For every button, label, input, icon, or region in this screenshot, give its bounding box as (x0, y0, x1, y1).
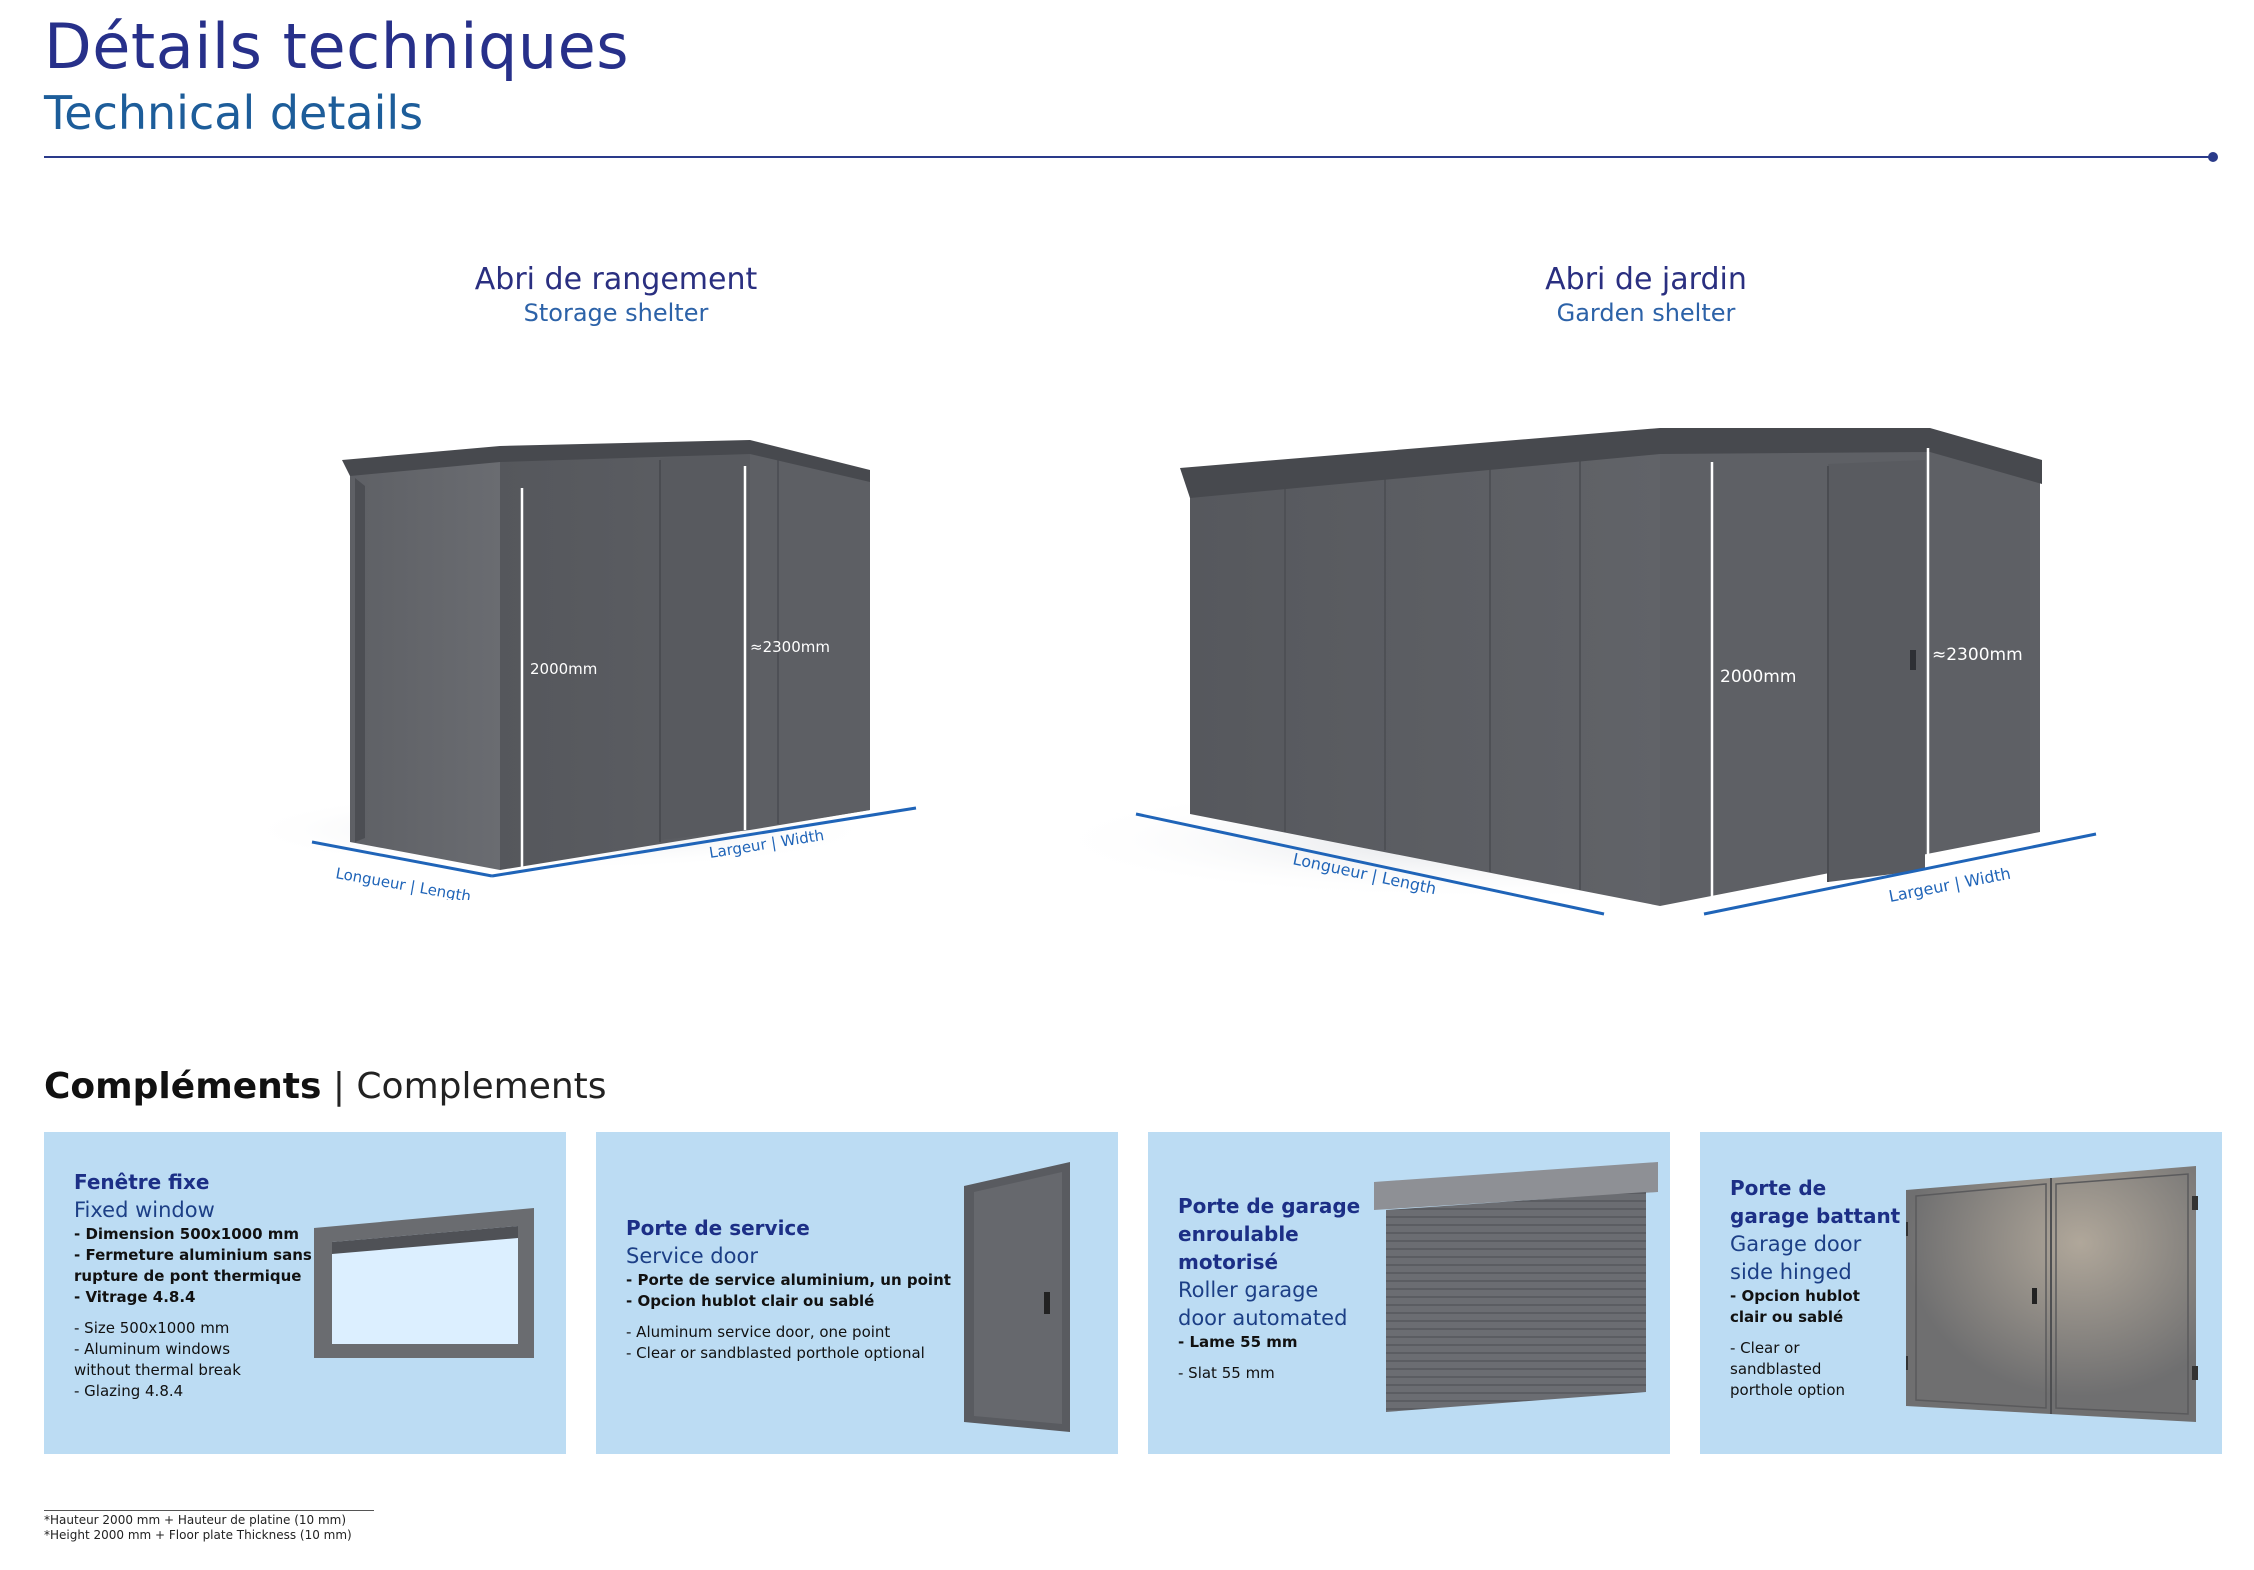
card-bullet: - Aluminum windows (74, 1340, 231, 1358)
card-title-en: Garage door (1730, 1232, 1862, 1256)
header-divider (44, 156, 2214, 158)
front-door (660, 452, 750, 840)
card-title-fr: Porte de garage (1178, 1194, 1361, 1218)
card-bullet: - Glazing 4.8.4 (74, 1382, 184, 1400)
card-bullet: clair ou sablé (1730, 1308, 1844, 1326)
card-bullet: rupture de pont thermique (74, 1267, 302, 1285)
storage-shelter-name-en: Storage shelter (523, 299, 709, 327)
door-handle (1910, 650, 1916, 670)
storage-back-height-label: ≈2300mm (750, 638, 830, 656)
card-title-en: Roller garage (1178, 1278, 1319, 1302)
side-wall (350, 458, 500, 870)
card-title-fr: Porte de service (626, 1216, 810, 1240)
card-title-fr: motorisé (1178, 1250, 1279, 1274)
footnote-en: *Height 2000 mm + Floor plate Thickness … (44, 1528, 352, 1542)
footnote: *Hauteur 2000 mm + Hauteur de platine (1… (44, 1510, 374, 1543)
card-title-fr: garage battant (1730, 1204, 1901, 1228)
complements-heading: Compléments | Complements (44, 1066, 607, 1107)
card-bullet: porthole option (1730, 1381, 1846, 1399)
garden-shelter-title: Abri de jardin Garden shelter (1346, 262, 1946, 327)
card-bullet: without thermal break (74, 1361, 241, 1379)
front-door (1828, 460, 1925, 882)
roller-garage-door-image (1374, 1162, 1658, 1412)
card-title-fr: Fenêtre fixe (74, 1170, 210, 1194)
card-bullet: - Opcion hublot (1730, 1287, 1860, 1305)
garden-shelter-name-fr: Abri de jardin (1545, 262, 1747, 297)
complement-card-roller-garage-door: Porte de garage enroulable motorisé Roll… (1148, 1132, 1670, 1454)
card-title-fr: Porte de (1730, 1176, 1827, 1200)
garden-shelter-illustration: 2000mm ≈2300mm Longueur | Length Largeur… (1080, 428, 2097, 916)
complements-heading-fr: Compléments (44, 1066, 322, 1107)
storage-height-label: 2000mm (530, 660, 597, 678)
complement-card-service-door: Porte de service Service door - Porte de… (596, 1132, 1118, 1454)
card-bullet: - Clear or sandblasted porthole optional (626, 1344, 925, 1362)
height-dimension-lines (1710, 448, 1930, 910)
service-door-image (964, 1162, 1070, 1432)
card-bullet: - Fermeture aluminium sans (74, 1246, 312, 1264)
fixed-window-image (314, 1208, 534, 1358)
card-bullet: - Size 500x1000 mm (74, 1319, 230, 1337)
storage-shelter-title: Abri de rangement Storage shelter (316, 262, 916, 327)
card-title-en: Service door (626, 1244, 758, 1268)
page-title: Détails techniques (44, 10, 630, 83)
page-subtitle: Technical details (44, 86, 424, 140)
card-bullet: - Dimension 500x1000 mm (74, 1225, 300, 1243)
card-bullet: - Aluminum service door, one point (626, 1323, 891, 1341)
garden-height-label: 2000mm (1720, 667, 1796, 687)
card-title-en: door automated (1178, 1306, 1348, 1330)
roof-lip (1180, 428, 2042, 498)
storage-shelter-name-fr: Abri de rangement (474, 262, 758, 297)
garden-shelter-name-en: Garden shelter (1556, 299, 1736, 327)
card-bullet: - Vitrage 4.8.4 (74, 1288, 196, 1306)
card-bullet: sandblasted (1730, 1360, 1822, 1378)
card-bullet: - Slat 55 mm (1178, 1364, 1275, 1382)
card-bullet: - Lame 55 mm (1178, 1333, 1298, 1351)
side-wall (1190, 446, 1660, 906)
footnote-fr: *Hauteur 2000 mm + Hauteur de platine (1… (44, 1513, 347, 1527)
side-hinged-garage-door-image (1906, 1166, 2198, 1422)
card-bullet: - Porte de service aluminium, un point (626, 1271, 951, 1289)
card-title-en: side hinged (1730, 1260, 1852, 1284)
height-dimension-lines (520, 466, 747, 868)
garden-back-height-label: ≈2300mm (1932, 645, 2023, 665)
base-dimension-lines (1135, 812, 2097, 916)
storage-shelter-illustration: 2000mm ≈2300mm Longueur | Length Largeur… (240, 440, 917, 900)
card-bullet: - Clear or (1730, 1339, 1800, 1357)
card-title-en: Fixed window (74, 1198, 215, 1222)
card-bullet: - Opcion hublot clair ou sablé (626, 1292, 875, 1310)
header-divider-dot (2208, 152, 2218, 162)
base-dimension-lines (311, 806, 917, 878)
card-title-fr: enroulable (1178, 1222, 1299, 1246)
complement-card-side-hinged-door: Porte de garage battant Garage door side… (1700, 1132, 2222, 1454)
complement-card-fixed-window: Fenêtre fixe Fixed window - Dimension 50… (44, 1132, 566, 1454)
complements-heading-en: | Complements (332, 1066, 607, 1107)
roof-lip (342, 440, 870, 482)
